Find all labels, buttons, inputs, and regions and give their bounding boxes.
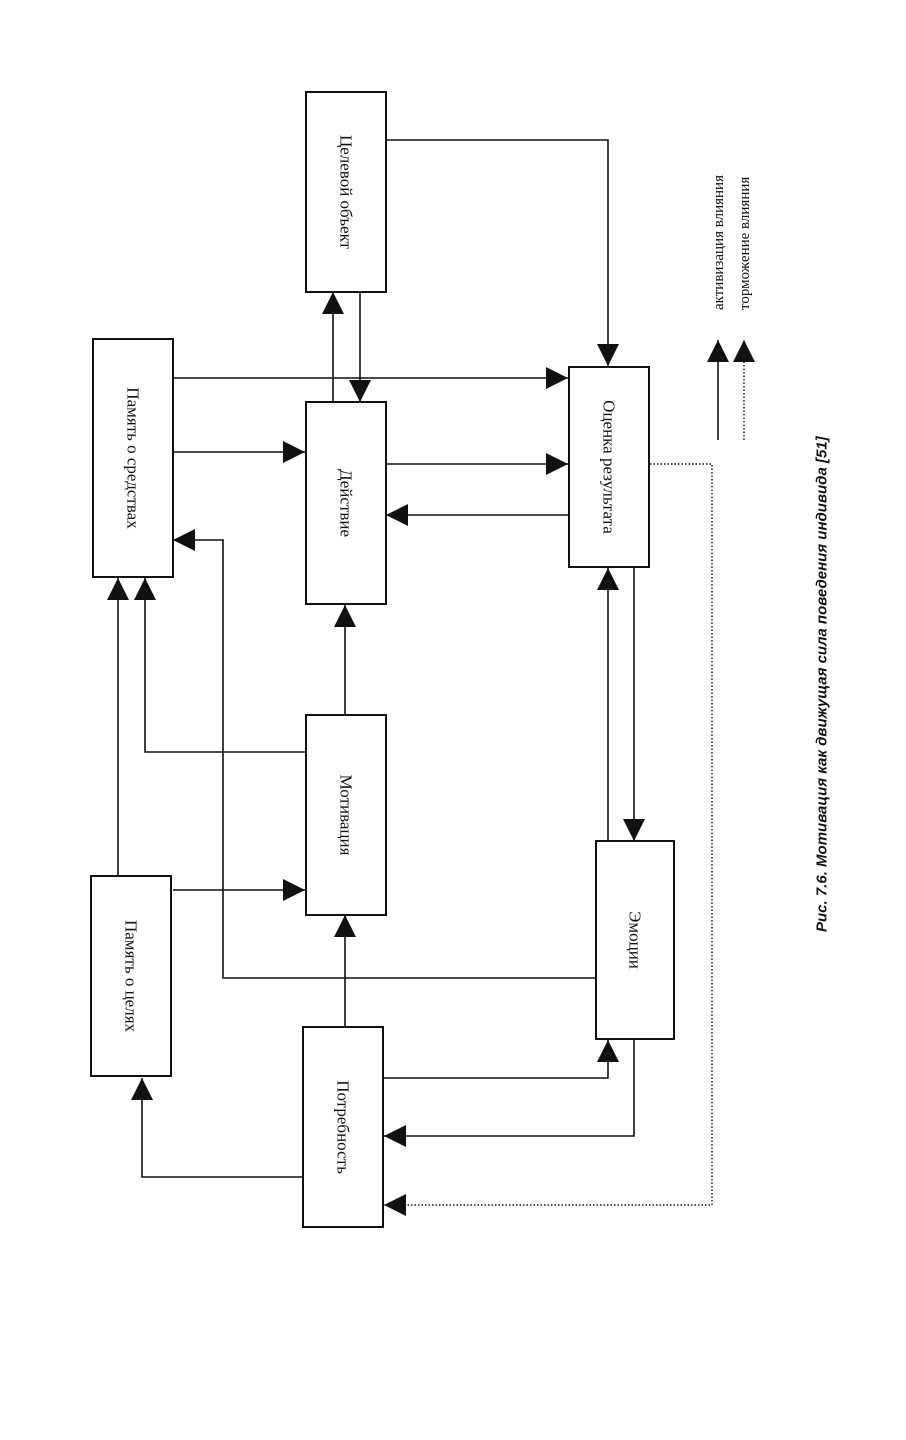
edge-emotions-to-need xyxy=(384,1040,634,1136)
edge-evaluation-to-need-inhibition xyxy=(384,464,712,1205)
edge-motivation-to-means xyxy=(145,578,305,752)
node-emotions: Эмоции xyxy=(596,841,674,1039)
node-memory-goals: Память о целях xyxy=(91,876,171,1076)
node-memory-means-label: Память о средствах xyxy=(124,387,143,529)
edge-need-to-emotions xyxy=(384,1040,608,1078)
node-motivation-label: Мотивация xyxy=(337,775,356,856)
edge-target-to-evaluation xyxy=(386,140,608,366)
node-target-object: Целевой объект xyxy=(306,92,386,292)
legend-activation-label: активизация влияния xyxy=(711,175,727,310)
node-action: Действие xyxy=(306,402,386,604)
node-action-label: Действие xyxy=(337,469,356,537)
figure-caption: Рис. 7.6. Мотивация как движущая сила по… xyxy=(814,435,831,932)
node-need: Потребность xyxy=(303,1027,383,1227)
node-emotions-label: Эмоции xyxy=(626,911,645,969)
node-motivation: Мотивация xyxy=(306,715,386,915)
node-need-label: Потребность xyxy=(334,1080,353,1174)
edge-need-to-goals xyxy=(142,1078,302,1177)
node-result-evaluation: Оценка результата xyxy=(569,367,649,567)
node-result-evaluation-label: Оценка результата xyxy=(600,400,619,534)
node-target-object-label: Целевой объект xyxy=(337,135,356,250)
node-memory-means: Память о средствах xyxy=(93,339,173,577)
node-memory-goals-label: Память о целях xyxy=(122,920,141,1033)
legend-inhibition-label: торможение влияния xyxy=(737,177,753,310)
legend: активизация влияния торможение влияния xyxy=(711,175,753,440)
